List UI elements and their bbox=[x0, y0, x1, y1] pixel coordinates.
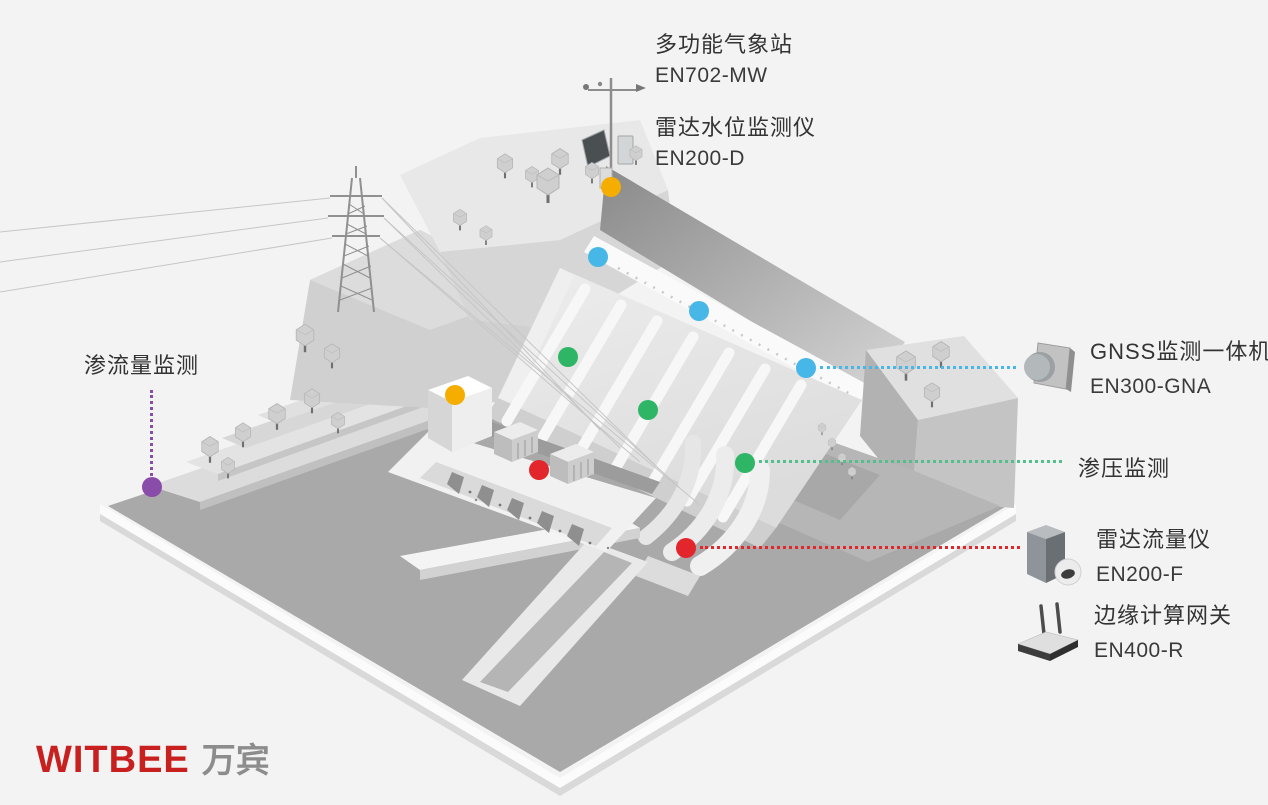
power-lines bbox=[0, 197, 701, 506]
radar-level-name: 雷达水位监测仪 bbox=[655, 115, 817, 140]
radar-level-model: EN200-D bbox=[655, 147, 745, 170]
reservoir-bank bbox=[600, 166, 905, 392]
radar-flow-callout: 雷达流量仪 EN200-F bbox=[1022, 522, 1211, 587]
top-callouts: 多功能气象站 EN702-MW 雷达水位监测仪 EN200-D bbox=[655, 32, 817, 170]
seepage-flow-label: 渗流量监测 bbox=[84, 353, 200, 378]
brand-logo-latin: WITBEE bbox=[36, 739, 190, 781]
gateway-model: EN400-R bbox=[1094, 639, 1184, 662]
radar-level-callout: 雷达水位监测仪 EN200-D bbox=[655, 115, 817, 170]
gnss-name: GNSS监测一体机 bbox=[1090, 339, 1268, 364]
gateway-callout: 边缘计算网关 EN400-R bbox=[1014, 598, 1232, 663]
weather-station-model: EN702-MW bbox=[655, 64, 768, 87]
brand-logo-cjk: 万宾 bbox=[201, 742, 270, 780]
weather-station-callout: 多功能气象站 EN702-MW bbox=[655, 32, 816, 87]
powerhouse bbox=[388, 376, 660, 552]
gateway-name: 边缘计算网关 bbox=[1094, 603, 1233, 628]
radar-flow-model: EN200-F bbox=[1096, 563, 1184, 586]
transmission-tower bbox=[328, 166, 384, 313]
weather-station-name: 多功能气象站 bbox=[655, 32, 794, 57]
gnss-model: EN300-GNA bbox=[1090, 375, 1212, 398]
gateway-device-icon bbox=[1017, 601, 1079, 661]
radar-flow-name: 雷达流量仪 bbox=[1096, 527, 1212, 552]
seepage-pressure-label: 渗压监测 bbox=[1078, 456, 1171, 481]
gnss-callout: GNSS监测一体机 EN300-GNA bbox=[1022, 334, 1268, 399]
brand-logo: WITBEE 万宾 bbox=[36, 733, 270, 782]
radar-flow-device-icon bbox=[1027, 524, 1082, 585]
gnss-device-icon bbox=[1024, 341, 1075, 392]
